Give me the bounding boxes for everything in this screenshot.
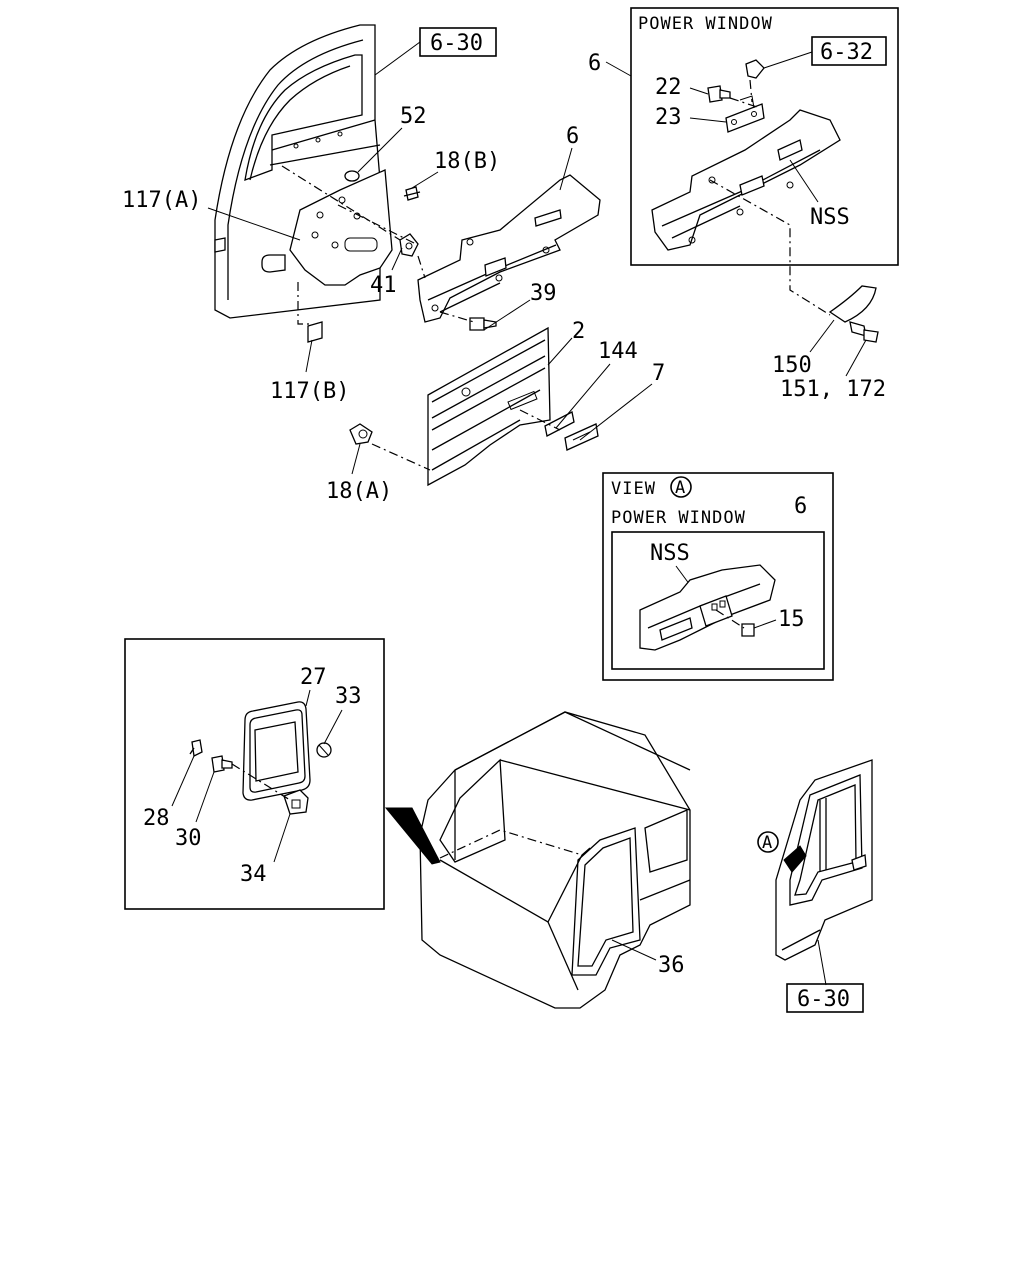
view-a-text: VIEW — [611, 479, 656, 499]
label-117a: 117(A) — [122, 188, 201, 213]
inner-panel-117a — [261, 169, 393, 286]
seal-detail-box — [124, 638, 385, 910]
label-22: 22 — [655, 75, 682, 100]
part-30-bolt — [211, 755, 233, 773]
part-151-172-screw — [849, 321, 879, 343]
label-7: 7 — [652, 361, 665, 386]
label-ref-6-30-top: 6-30 — [430, 31, 483, 56]
power-window-armrest — [651, 109, 841, 251]
part-33-cap — [316, 742, 332, 758]
label-23: 23 — [655, 105, 682, 130]
label-18a: 18(A) — [326, 479, 392, 504]
seal-location-arrow — [384, 807, 441, 865]
part-18a-clip — [349, 423, 373, 445]
part-7-plate — [564, 423, 599, 451]
label-52: 52 — [400, 104, 427, 129]
power-window-box — [630, 7, 899, 266]
view-a-circle — [670, 476, 692, 498]
part-18b-clip — [403, 186, 421, 201]
ref-box-6-30-bottom — [786, 983, 864, 1013]
part-23-bracket — [725, 95, 765, 133]
label-39: 39 — [530, 281, 557, 306]
label-36: 36 — [658, 953, 685, 978]
part-34-clip — [283, 789, 309, 815]
view-a-inner-box — [611, 531, 825, 670]
label-ref-6-30-bottom: 6-30 — [797, 987, 850, 1012]
part-41-clip — [399, 233, 419, 257]
part-150-handle — [828, 285, 877, 323]
label-nss-top: NSS — [810, 205, 850, 230]
door-circle-a — [757, 831, 779, 853]
label-28: 28 — [143, 806, 170, 831]
part-39-screw — [469, 317, 497, 331]
trim-panel-2 — [427, 326, 551, 487]
part-117b-pad — [307, 321, 323, 343]
armrest-6 — [417, 174, 601, 323]
ref-box-6-30-top — [419, 27, 497, 57]
label-27: 27 — [300, 665, 327, 690]
label-33: 33 — [335, 684, 362, 709]
view-a-letter: A — [675, 478, 686, 498]
label-117b: 117(B) — [270, 379, 349, 404]
label-15: 15 — [778, 607, 805, 632]
view-a-direction-arrow — [783, 845, 807, 873]
label-view-a-6: 6 — [794, 494, 807, 519]
label-18b: 18(B) — [434, 149, 500, 174]
door-circle-a-letter: A — [762, 833, 773, 853]
label-150: 150 — [772, 353, 812, 378]
ref-box-6-32 — [811, 36, 887, 66]
label-34: 34 — [240, 862, 267, 887]
part-27-seal — [242, 701, 311, 801]
power-window-clip — [745, 51, 813, 79]
label-nss-view-a: NSS — [650, 541, 690, 566]
view-a-outer-box — [602, 472, 834, 681]
label-2: 2 — [572, 319, 585, 344]
cab-door — [775, 759, 873, 961]
label-41: 41 — [370, 273, 397, 298]
label-ref-6-32: 6-32 — [820, 40, 873, 65]
power-window-header: POWER WINDOW — [638, 14, 773, 34]
cab-body — [419, 711, 691, 1009]
view-a-armrest — [639, 564, 776, 651]
label-6-box: 6 — [588, 51, 601, 76]
label-30: 30 — [175, 826, 202, 851]
label-144: 144 — [598, 339, 638, 364]
view-a-header: POWER WINDOW — [611, 508, 746, 528]
label-6-main: 6 — [566, 124, 579, 149]
label-151-172: 151, 172 — [780, 377, 886, 402]
part-52-grommet — [344, 170, 360, 182]
part-22-screw — [707, 85, 731, 103]
part-28-bracket — [189, 739, 203, 757]
